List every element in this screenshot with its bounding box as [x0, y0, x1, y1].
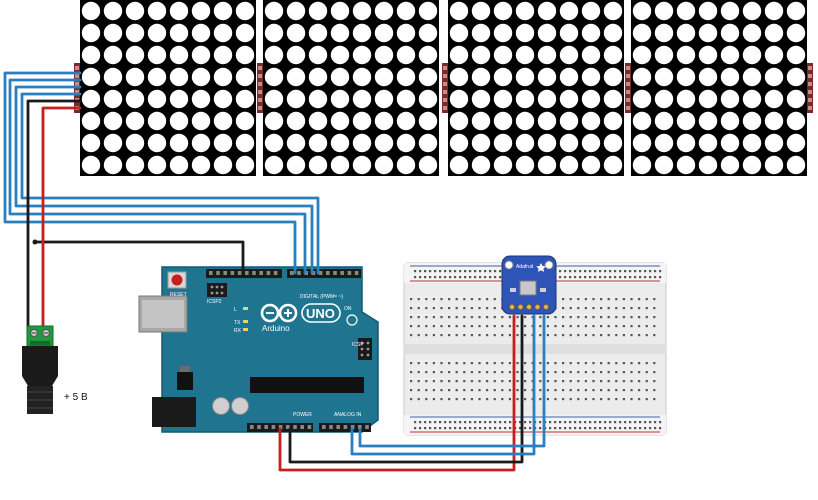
matrix-header-pins [442, 63, 448, 113]
wire-sensor-gnd [288, 314, 524, 464]
sensor-chip [519, 280, 537, 296]
digital-label: DIGITAL (PWM= ~) [300, 294, 343, 300]
icsp-header: ICSP [352, 338, 372, 360]
reset-label: RESET [170, 292, 187, 298]
wire-ground-arduino [33, 240, 245, 275]
arduino-logo-icon [260, 303, 298, 323]
matrix-header-pins [625, 63, 631, 113]
led-matrix-group [74, 0, 813, 176]
tx-label: TX [234, 320, 241, 326]
wire-blue-1 [3, 71, 297, 275]
led-matrix-module [80, 0, 256, 176]
wires [3, 71, 546, 472]
arduino-brand-text: Arduino [262, 324, 290, 333]
led-matrix-module [448, 0, 624, 176]
wire-sensor-sda [358, 314, 546, 448]
power-jack-adapter: + 5 B [22, 325, 88, 414]
sensor-label: Adafruit [516, 264, 534, 270]
capacitor-right [231, 397, 249, 415]
on-label: ON [344, 306, 352, 312]
capacitor-left [212, 397, 230, 415]
voltage-regulator [177, 372, 193, 390]
icsp2-label: ICSP2 [207, 299, 222, 305]
icsp-label: ICSP [352, 342, 364, 348]
matrix-header-pins [807, 63, 813, 113]
rx-label: RX [234, 328, 242, 334]
uno-model-text: UNO [306, 306, 335, 321]
wire-ground-matrix [26, 99, 82, 328]
led-matrix-module [263, 0, 439, 176]
analog-label: ANALOG IN [334, 412, 362, 418]
matrix-header-pins [257, 63, 263, 113]
sensor-breakout-board: Adafruit [501, 255, 557, 315]
wire-blue-4 [20, 92, 320, 275]
wire-sensor-scl [350, 314, 536, 456]
star-icon [536, 263, 546, 272]
breadboard-holes [410, 270, 662, 430]
power-label: POWER [293, 412, 312, 418]
digital-header-right [287, 269, 361, 278]
l-label: L [234, 307, 237, 313]
uno-badge [301, 303, 341, 323]
atmega-chip [250, 377, 364, 393]
power-voltage-label: + 5 B [64, 392, 88, 403]
wire-power-matrix [41, 106, 82, 328]
barrel-jack [152, 397, 196, 427]
icsp2-header: ICSP2 [207, 283, 227, 305]
arduino-uno-board: RESET ICSP2 DIGITAL (PWM= ~) TX RX L Ard… [138, 266, 379, 433]
wire-blue-2 [8, 78, 307, 275]
led-matrix-module [631, 0, 807, 176]
wire-blue-3 [14, 85, 314, 275]
wire-sensor-vcc [278, 314, 516, 472]
